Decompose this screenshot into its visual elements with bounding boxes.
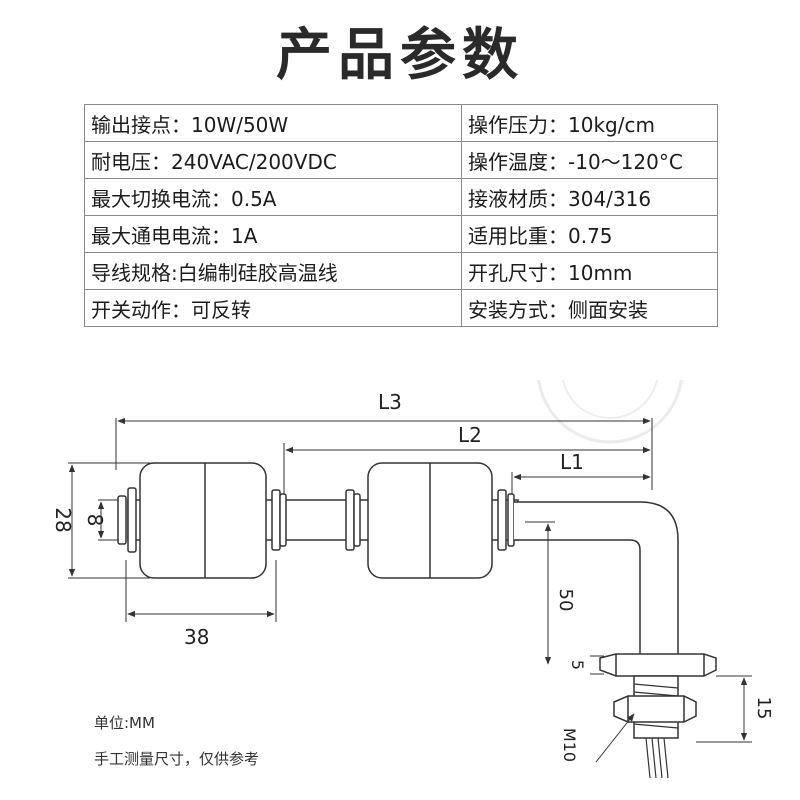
param-wire-spec: 导线规格:白编制硅胶高温线 (84, 252, 462, 290)
dimension-drawing: L3 L2 L1 28 8 38 (51, 380, 774, 779)
page-title: 产品参数 (276, 23, 524, 88)
float-switch-body (117, 462, 679, 663)
dim-28: 28 (51, 462, 150, 579)
table-row: 最大通电电流：1A 适用比重：0.75 (84, 215, 718, 253)
param-max-switching-current: 最大切换电流：0.5A (84, 178, 462, 216)
table-row: 开关动作：可反转 安装方式：侧面安装 (84, 289, 718, 327)
disclaimer-note: 手工测量尺寸，仅供参考 (94, 750, 260, 768)
param-output-contact: 输出接点：10W/50W (84, 104, 462, 142)
dim-label-38: 38 (184, 625, 209, 649)
param-hole-size: 开孔尺寸：10mm (461, 252, 718, 290)
unit-note: 单位:MM (94, 714, 155, 732)
param-switch-action: 开关动作：可反转 (84, 289, 462, 327)
watermark-stamp (537, 380, 683, 444)
dim-label-5: 5 (568, 660, 587, 670)
dim-label-L2: L2 (458, 423, 482, 447)
dim-15: 15 (696, 675, 774, 743)
dim-L1: L1 (511, 450, 651, 496)
table-row: 最大切换电流：0.5A 接液材质：304/316 (84, 178, 718, 216)
param-withstand-voltage: 耐电压：240VAC/200VDC (84, 141, 462, 179)
table-row: 耐电压：240VAC/200VDC 操作温度：-10～120°C (84, 141, 718, 179)
param-operating-temperature: 操作温度：-10～120°C (461, 141, 718, 179)
param-specific-gravity: 适用比重：0.75 (461, 215, 718, 253)
mounting-hardware (599, 653, 717, 779)
dim-label-15: 15 (753, 697, 774, 720)
table-row: 输出接点：10W/50W 操作压力：10kg/cm (84, 104, 718, 142)
dim-L3: L3 (115, 390, 653, 490)
dim-5: 5 (568, 655, 604, 675)
param-max-carry-current: 最大通电电流：1A (84, 215, 462, 253)
dim-38: 38 (125, 560, 277, 649)
dim-label-8: 8 (83, 514, 107, 527)
param-mounting-method: 安装方式：侧面安装 (461, 289, 718, 327)
dim-label-M10: M10 (560, 728, 579, 762)
dim-L2: L2 (283, 423, 651, 500)
table-row: 导线规格:白编制硅胶高温线 开孔尺寸：10mm (84, 252, 718, 290)
dim-label-L3: L3 (378, 390, 402, 414)
parameter-table: 输出接点：10W/50W 操作压力：10kg/cm 耐电压：240VAC/200… (84, 104, 718, 327)
param-wetted-material: 接液材质：304/316 (461, 178, 718, 216)
dim-label-50: 50 (555, 589, 576, 612)
dim-label-L1: L1 (560, 450, 584, 474)
dim-label-28: 28 (51, 507, 75, 532)
dim-50: 50 (525, 521, 576, 665)
param-operating-pressure: 操作压力：10kg/cm (461, 104, 718, 142)
dim-M10: M10 (560, 713, 635, 763)
